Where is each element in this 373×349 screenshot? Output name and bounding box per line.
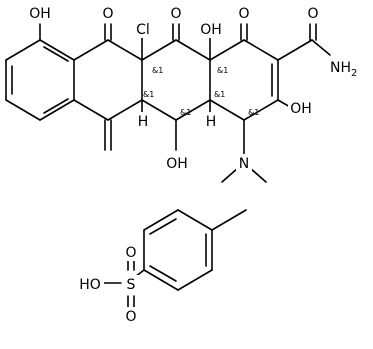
sulfonyl-oxygen-bottom-label: O [125,309,136,325]
stereo-label-c11a: &1 [152,66,163,75]
chlorine-label: Cl [136,22,150,38]
hydroxyl-label-c10: OH [29,6,51,22]
ring-a-aromatic [5,23,75,121]
oxygen-label-amide: O [307,6,318,22]
amide-nh-text: NH [330,60,351,76]
stereo-label-c5a: &1 [143,90,154,99]
ring-c [141,23,211,151]
hydroxyl-label-c3: OH [290,101,312,117]
sulfonyl-oxygen-top-label: O [125,245,136,261]
oxygen-label-c1: O [238,6,249,22]
stereo-label-c12a: &1 [217,66,228,75]
oxygen-label-c11: O [102,6,113,22]
amide-nh2-label: NH2 [330,60,357,79]
hydroxyl-label-c12a: OH [200,22,222,38]
sulfur-label: S [127,277,136,293]
ring-b [73,23,143,151]
sulfonic-hydroxyl-label: HO [79,277,101,293]
hydrogen-label-c5a: H [138,114,149,130]
stereo-label-c4a: &1 [214,90,225,99]
main-molecule: OH O Cl O OH O O NH2 OH H H OH N &1 &1 &… [5,4,360,183]
ring-d [209,23,331,183]
stereo-label-c4: &1 [248,108,259,117]
tosylate-molecule: HO S O O [76,209,247,325]
hydroxyl-label-c5: OH [166,156,188,172]
dimethylamino-nitrogen-label: N [239,156,249,172]
oxygen-label-c12: O [170,6,181,22]
amide-subscript-2: 2 [351,68,357,79]
stereo-label-c5: &1 [180,108,191,117]
hydrogen-label-c4a: H [206,114,217,130]
